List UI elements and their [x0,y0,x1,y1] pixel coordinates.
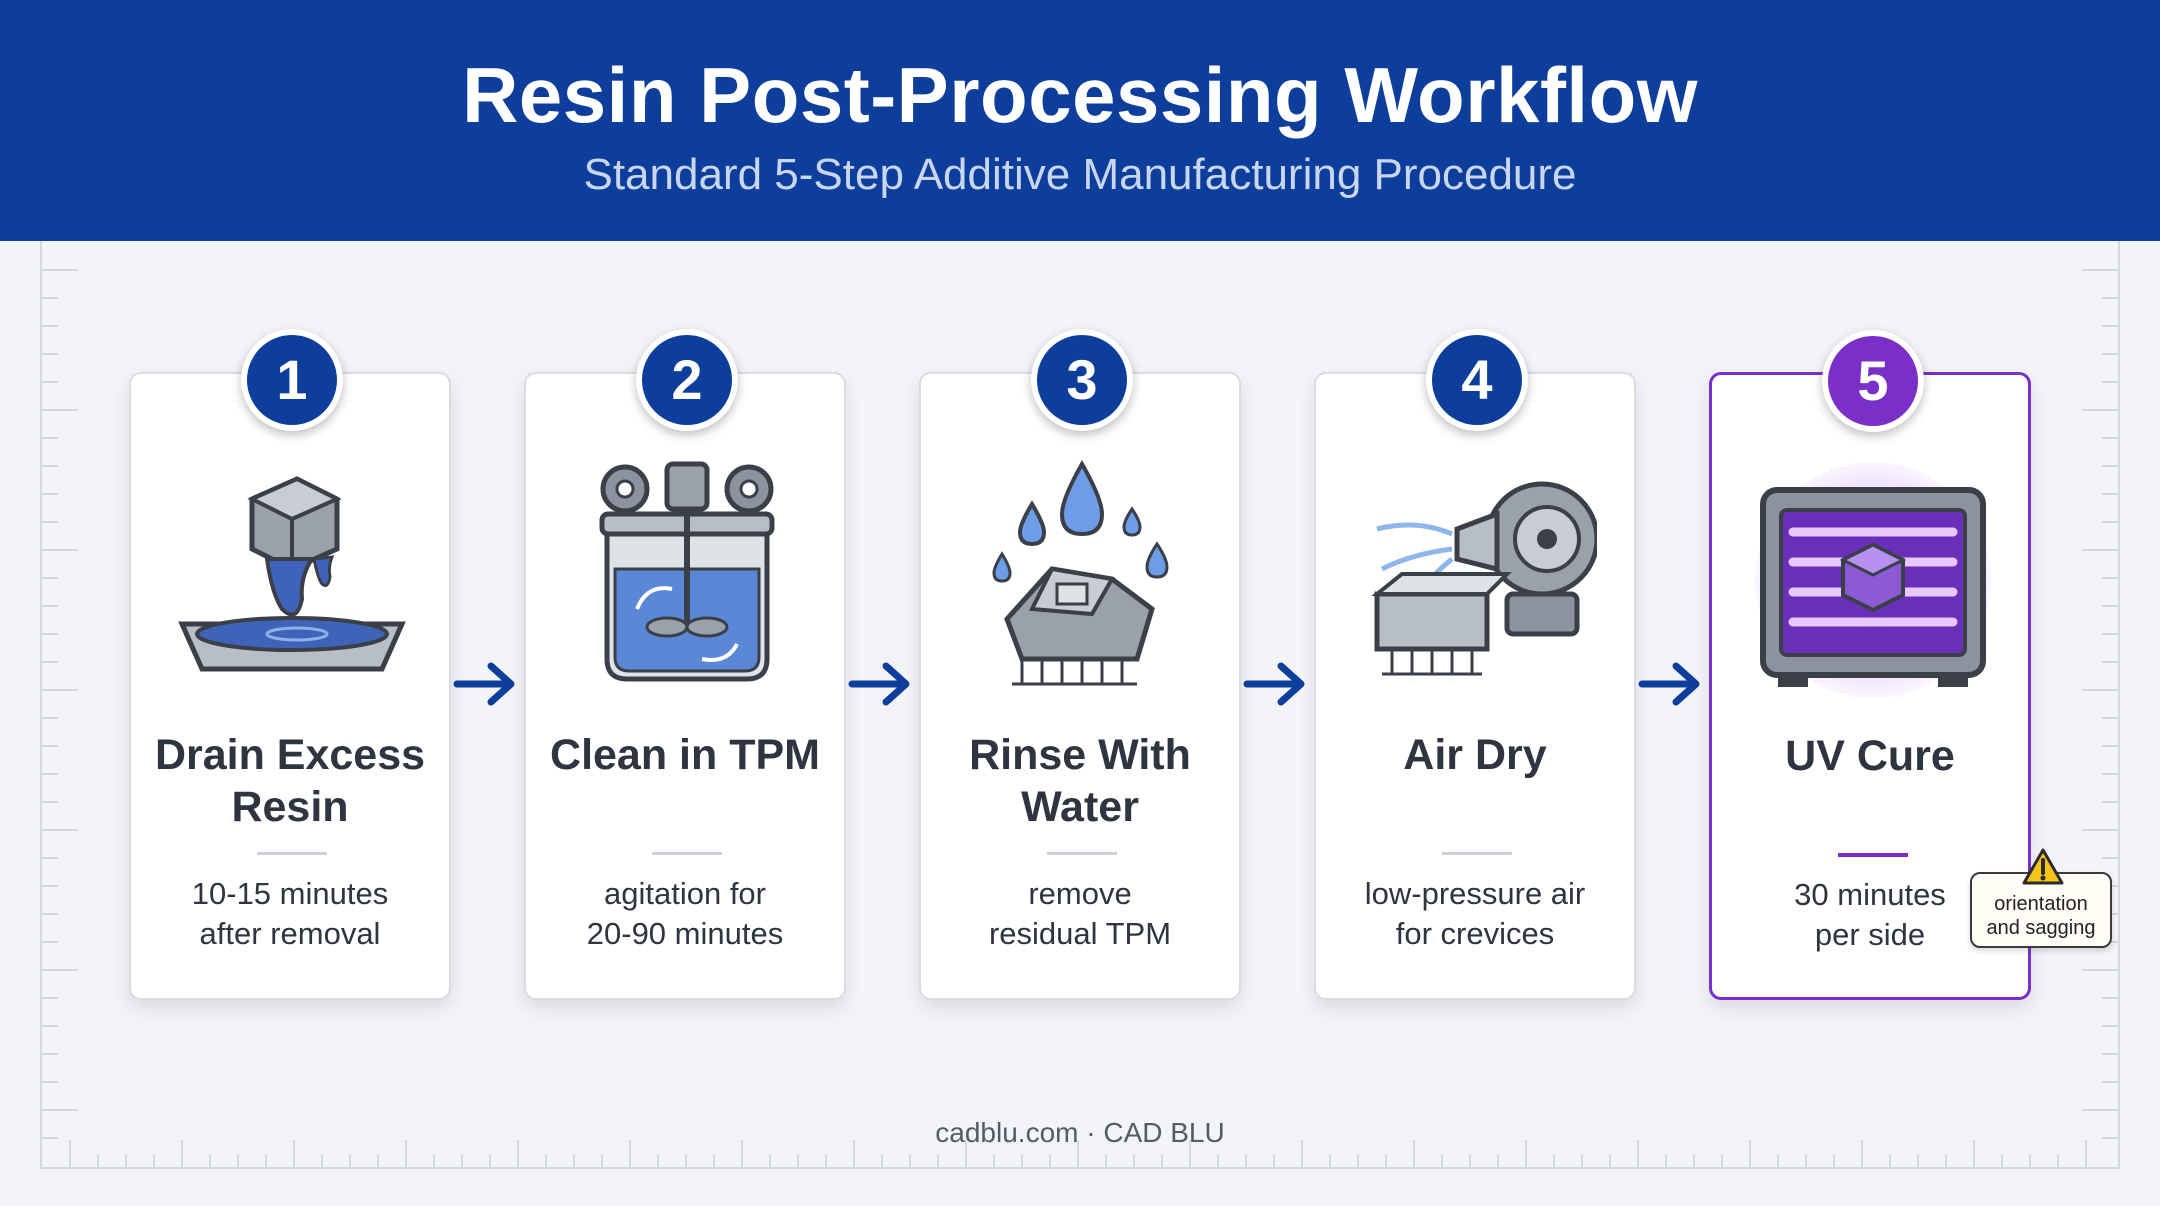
divider [652,852,722,855]
step-card-4: 4 Air Dry low-pressure air for crevices [1314,329,1636,1000]
step-number-badge: 1 [241,329,343,431]
step-number-badge: 5 [1822,330,1924,432]
content-frame [40,241,2120,1169]
step-card-2: 2 Clean in TPM agitation for 20-90 minut… [524,329,846,1000]
divider [1047,852,1117,855]
divider [1838,853,1908,857]
step-title: Clean in TPM [550,731,820,779]
step-description: low-pressure air for crevices [1364,876,1586,951]
step-description: agitation for 20-90 minutes [586,876,784,951]
step-title: UV Cure [1785,732,1955,780]
warning-icon [2022,848,2064,885]
step-number-badge: 2 [636,329,738,431]
step-description: remove residual TPM [988,876,1172,951]
step-card-3: 3 Rinse With Water remove residual TPM [919,329,1241,1000]
warning-text: orientation and sagging [1986,893,2096,939]
header-banner: Resin Post-Processing Workflow Standard … [0,0,2160,241]
arrow-right-icon [848,662,910,706]
agitation-tank-icon [599,461,775,682]
step-title: Rinse With Water [969,731,1191,831]
page-title: Resin Post-Processing Workflow [462,51,1698,139]
step-card-1: 1 Drain Excess Resin 10-15 minutes after… [129,329,451,1000]
step-description: 30 minutes per side [1794,877,1946,952]
step-number-badge: 3 [1031,329,1133,431]
arrow-right-icon [453,662,515,706]
air-blower-icon [1371,481,1597,676]
step-number-badge: 4 [1426,329,1528,431]
divider [1442,852,1512,855]
water-rinse-icon [992,459,1169,686]
uv-oven-icon [1755,462,1991,698]
draining-resin-icon [178,476,406,672]
arrow-right-icon [1638,662,1700,706]
warning-note: orientation and sagging [1970,872,2112,948]
step-title: Drain Excess Resin [154,731,426,831]
arrow-right-icon [1243,662,1305,706]
divider [257,852,327,855]
footer-credit: cadblu.com · CAD BLU [935,1117,1225,1148]
step-title: Air Dry [1403,731,1547,779]
step-description: 10-15 minutes after removal [191,876,389,951]
page-subtitle: Standard 5-Step Additive Manufacturing P… [583,150,1577,199]
